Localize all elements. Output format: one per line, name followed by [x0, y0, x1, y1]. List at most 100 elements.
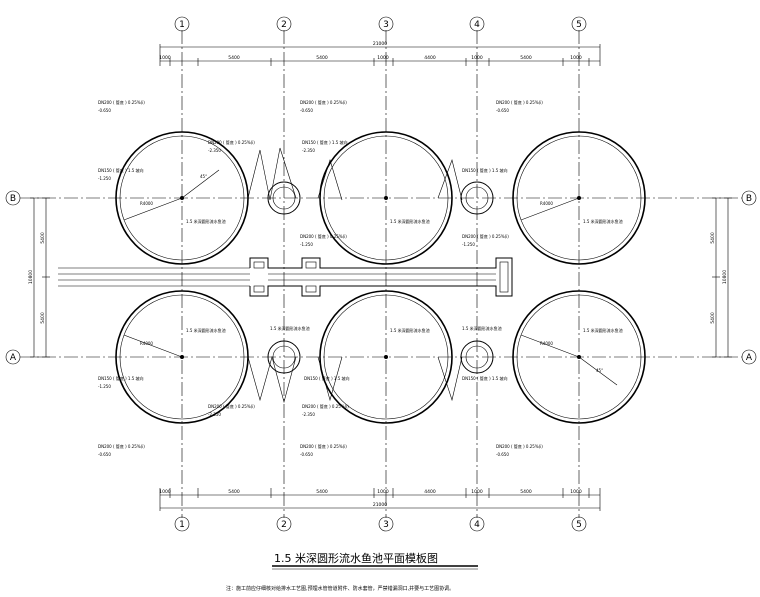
title-block: 1.5 米深圆形流水鱼池平面模板图 注：施工前应仔细核对给排水工艺图,预埋水管管… [226, 551, 478, 592]
label-pool-a5: 1.5 米深圆形流水鱼池 [583, 327, 623, 333]
label-pool-a1: 1.5 米深圆形流水鱼池 [186, 327, 226, 333]
label-pipe-b4-low: DN200 ( 管底 ) 0.25%(i) [462, 233, 509, 239]
label-angle-b1: 45° [200, 174, 207, 179]
dim-total-top: 21000 [373, 41, 387, 47]
label-pipe-b3-top: DN200 ( 管底 ) 0.25%(i) [300, 99, 347, 105]
dim-right-total: 10800 [722, 270, 728, 284]
dim-left-lower: 5400 [40, 312, 46, 324]
axis-label-top-3: 3 [383, 20, 389, 30]
dim-top-seg-4: 1000 [377, 55, 389, 61]
axis-label-bottom-5: 5 [576, 520, 582, 530]
label-pipe-a4-mid: DN150 ( 管底 ) 1.5 坡向 [462, 375, 508, 381]
axis-label-right-a: A [746, 353, 753, 363]
label-pipe-a2: DN200 ( 管底 ) 0.25%(i) [208, 403, 255, 409]
dim-bottom-seg-8: 1000 [570, 489, 582, 495]
label-radius-b1: R4000 [140, 201, 153, 206]
label-pool-a4: 1.5 米深圆形流水鱼池 [462, 325, 502, 331]
dim-bottom-seg-4: 1000 [377, 489, 389, 495]
drawing-note: 注：施工前应仔细核对给排水工艺图,预埋水管管道附件、防水套管，严禁错漏洞口,并要… [226, 585, 454, 592]
label-pipe-b4-mid: DN150 ( 管底 ) 1.5 坡向 [462, 167, 508, 173]
dim-top-seg-3: 5400 [316, 55, 328, 61]
label-pool-b1: 1.5 米深圆形流水鱼池 [186, 218, 226, 224]
axis-label-top-2: 2 [281, 20, 287, 30]
dim-bottom-seg-2: 5400 [228, 489, 240, 495]
dim-bottom-seg-1: 1000 [159, 489, 171, 495]
axis-label-bottom-3: 3 [383, 520, 389, 530]
pool-b5 [512, 131, 646, 265]
label-pool-a2-left: 1.5 米深圆形流水鱼池 [270, 325, 310, 331]
dimension-left: 5400 10800 5400 [28, 197, 50, 358]
dim-bottom-seg-5: 4400 [424, 489, 436, 495]
label-elev-a3-low: -2.350 [302, 412, 315, 417]
axis-label-top-5: 5 [576, 20, 582, 30]
dim-bottom-seg-6: 1000 [471, 489, 483, 495]
label-pipe-a3-bot: DN200 ( 管底 ) 0.25%(i) [300, 443, 347, 449]
label-pool-a3: 1.5 米深圆形流水鱼池 [390, 327, 430, 333]
label-elev-b2: -2.350 [208, 148, 221, 153]
label-pipe-b1-top: DN200 ( 管底 ) 0.25%(i) [98, 99, 145, 105]
label-elev-b5-top: -0.650 [496, 108, 509, 113]
label-pipe-b1-mid: DN150 ( 管底 ) 1.5 坡向 [98, 167, 144, 173]
dim-right-upper: 5400 [710, 232, 716, 244]
pool-a3 [319, 290, 453, 424]
drawing-title: 1.5 米深圆形流水鱼池平面模板图 [274, 551, 438, 565]
axis-bubbles-side: B A B A [5, 190, 757, 365]
label-elev-a3-bot: -0.650 [300, 452, 313, 457]
dimension-right: 5400 10800 5400 [710, 197, 732, 358]
label-pipe-a1-bot: DN200 ( 管底 ) 0.25%(i) [98, 443, 145, 449]
label-pipe-b5-top: DN200 ( 管底 ) 0.25%(i) [496, 99, 543, 105]
dim-top-seg-7: 5400 [520, 55, 532, 61]
dim-left-total: 10800 [28, 270, 34, 284]
label-radius-a1: R4000 [140, 341, 153, 346]
dim-top-seg-8: 1000 [570, 55, 582, 61]
pipe-leaders [247, 147, 463, 404]
label-pipe-b3-low: DN200 ( 管底 ) 0.25%(i) [300, 233, 347, 239]
dim-top-seg-5: 4400 [424, 55, 436, 61]
label-elev-b4-low: -1.250 [462, 242, 475, 247]
dim-total-bottom: 21000 [373, 502, 387, 508]
axis-label-bottom-4: 4 [474, 520, 480, 530]
label-elev-b3-mid: -2.350 [302, 148, 315, 153]
annotations: DN200 ( 管底 ) 0.25%(i) -0.650 DN150 ( 管底 … [98, 99, 623, 457]
dim-top-seg-6: 1000 [471, 55, 483, 61]
axis-label-left-b: B [10, 194, 16, 204]
pool-a5 [512, 290, 646, 424]
dim-bottom-seg-7: 5400 [520, 489, 532, 495]
label-pipe-a3-mid: DN150 ( 管底 ) 1.5 坡向 [304, 375, 350, 381]
label-pipe-a1-mid: DN150 ( 管底 ) 1.5 坡向 [98, 375, 144, 381]
label-pipe-a3-low: DN200 ( 管底 ) 0.25%(i) [302, 403, 349, 409]
sump-circles [267, 181, 494, 374]
label-elev-a5-bot: -0.650 [496, 452, 509, 457]
axis-label-top-4: 4 [474, 20, 480, 30]
dimension-top: 21000 1000 5400 5400 1000 4400 1000 5400… [159, 41, 601, 66]
axis-bubbles-top: 1 2 3 4 5 [174, 16, 587, 32]
dim-bottom-seg-3: 5400 [316, 489, 328, 495]
axis-bubbles-bottom: 1 2 3 4 5 [174, 516, 587, 532]
dim-right-lower: 5400 [710, 312, 716, 324]
label-elev-a2: -2.350 [208, 412, 221, 417]
label-pool-b3: 1.5 米深圆形流水鱼池 [390, 218, 430, 224]
label-elev-b1-mid: -1.250 [98, 176, 111, 181]
label-elev-a1-mid: -1.250 [98, 384, 111, 389]
axis-label-bottom-2: 2 [281, 520, 287, 530]
label-pipe-b2: DN200 ( 管底 ) 0.25%(i) [208, 139, 255, 145]
label-angle-a5: 45° [596, 368, 603, 373]
axis-label-right-b: B [746, 194, 752, 204]
label-pipe-b3-mid: DN150 ( 管底 ) 1.5 坡向 [302, 139, 348, 145]
label-elev-b3-low: -1.250 [300, 242, 313, 247]
label-radius-a5: R4000 [540, 341, 553, 346]
label-elev-b3-top: -0.650 [300, 108, 313, 113]
label-elev-a1-bot: -0.650 [98, 452, 111, 457]
axis-label-top-1: 1 [179, 20, 185, 30]
label-pool-b5: 1.5 米深圆形流水鱼池 [583, 218, 623, 224]
label-pipe-a5-bot: DN200 ( 管底 ) 0.25%(i) [496, 443, 543, 449]
dim-left-upper: 5400 [40, 232, 46, 244]
pool-b3 [319, 131, 453, 265]
dim-top-seg-2: 5400 [228, 55, 240, 61]
axis-label-bottom-1: 1 [179, 520, 185, 530]
label-radius-b5: R4000 [540, 201, 553, 206]
drainage-channel [58, 257, 513, 297]
label-elev-b1-top: -0.650 [98, 108, 111, 113]
dimension-bottom: 1000 5400 5400 1000 4400 1000 5400 1000 … [159, 488, 601, 511]
